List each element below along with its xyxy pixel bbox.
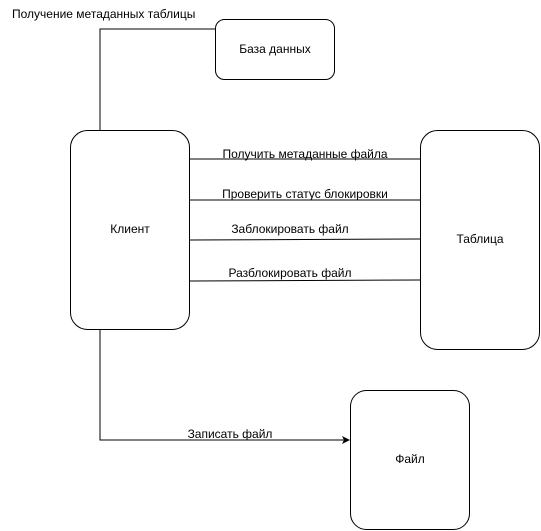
edge-write-file-line <box>99 330 350 444</box>
edge-get-file-metadata: Получить метаданные файла <box>190 147 420 161</box>
node-database-label: База данных <box>239 42 310 56</box>
edge-unlock-file: Разблокировать файл <box>189 266 421 282</box>
node-file-box <box>350 390 470 530</box>
node-database-box <box>215 19 335 80</box>
node-client-box <box>70 130 190 330</box>
edge-lock-file-line <box>189 238 421 241</box>
node-file-label: Файл <box>395 452 425 466</box>
node-database: База данных <box>215 19 335 80</box>
edge-unlock-file-label: Разблокировать файл <box>229 266 352 280</box>
node-table-label: Таблица <box>456 232 503 246</box>
node-table: Таблица <box>420 130 540 350</box>
edge-write-file-label: Записать файл <box>188 427 273 441</box>
edge-get-table-metadata-label: Получение метаданных таблицы <box>12 7 195 21</box>
edge-check-lock-status: Проверить статус блокировки <box>190 187 420 201</box>
node-table-box <box>420 130 540 350</box>
node-client-label: Клиент <box>110 222 150 236</box>
edge-unlock-file-line <box>189 279 421 282</box>
edge-check-lock-status-label: Проверить статус блокировки <box>222 187 388 201</box>
edge-write-file: Записать файл <box>99 330 350 444</box>
node-file: Файл <box>350 390 470 530</box>
edge-get-table-metadata: Получение метаданных таблицы <box>12 7 215 130</box>
node-client: Клиент <box>70 130 190 330</box>
edge-get-file-metadata-label: Получить метаданные файла <box>222 147 387 161</box>
edge-lock-file-label: Заблокировать файл <box>231 222 348 236</box>
edge-get-table-metadata-line <box>99 28 215 130</box>
edge-lock-file: Заблокировать файл <box>189 222 421 241</box>
